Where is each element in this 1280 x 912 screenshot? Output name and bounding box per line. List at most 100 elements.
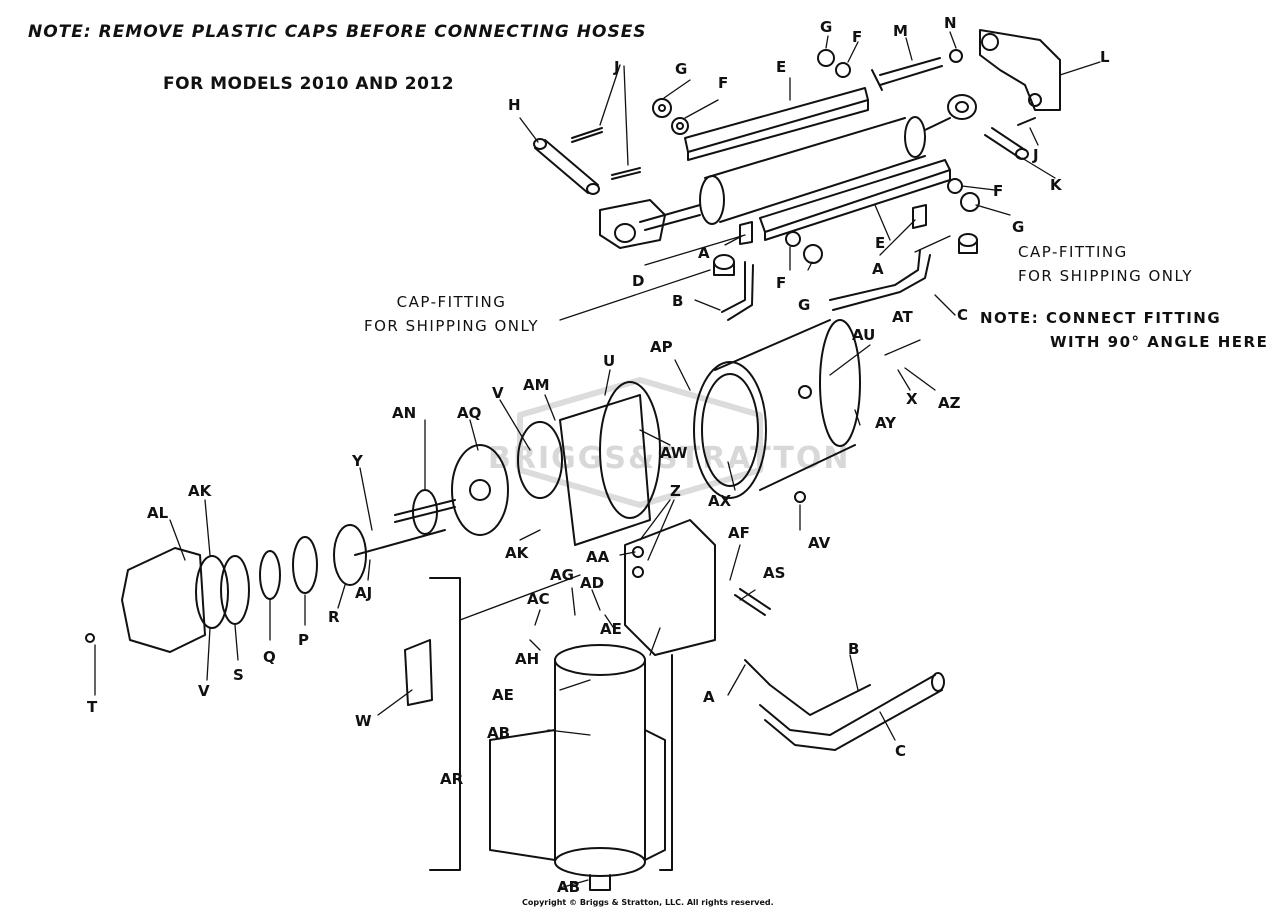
part-label: AM bbox=[523, 376, 550, 394]
part-label: R bbox=[328, 608, 340, 626]
cap-fitting-right bbox=[958, 233, 978, 254]
pump-housing-ay bbox=[693, 319, 861, 499]
plate-p bbox=[292, 536, 318, 594]
part-label: S bbox=[233, 666, 244, 684]
part-label: AH bbox=[515, 650, 539, 668]
clevis-left bbox=[599, 199, 666, 249]
part-label: AD bbox=[580, 574, 604, 592]
washer-f-upper bbox=[835, 62, 851, 78]
part-label: N bbox=[944, 14, 957, 32]
part-label: A bbox=[872, 260, 884, 278]
nut-g-lower bbox=[803, 244, 823, 264]
part-label: AL bbox=[147, 504, 169, 522]
control-valve-ab bbox=[489, 644, 666, 891]
valve-body-ae bbox=[624, 519, 716, 656]
part-label: P bbox=[298, 631, 309, 649]
part-label: F bbox=[852, 28, 862, 46]
pin-k bbox=[984, 127, 1029, 160]
part-label: F bbox=[993, 182, 1003, 200]
bracket-e-top bbox=[684, 87, 869, 161]
cap-fitting-right-line2: FOR SHIPPING ONLY bbox=[1018, 267, 1194, 285]
part-label: AV bbox=[808, 534, 831, 552]
part-label: Q bbox=[263, 648, 276, 666]
watermark-text: BRIGGS&STRATTON bbox=[488, 441, 850, 476]
bracket-e-lower bbox=[759, 159, 951, 241]
hose-b-upper bbox=[721, 261, 754, 321]
models-heading: FOR MODELS 2010 AND 2012 bbox=[163, 74, 455, 94]
cap-fitting-note-left: CAP-FITTING FOR SHIPPING ONLY bbox=[364, 290, 539, 338]
part-label: B bbox=[848, 640, 859, 658]
bracket-l bbox=[979, 29, 1061, 111]
part-label: AE bbox=[600, 620, 622, 638]
part-label: X bbox=[906, 390, 918, 408]
washer-f-lower bbox=[785, 231, 801, 247]
nut-g-top bbox=[652, 98, 672, 118]
part-label: G bbox=[1012, 218, 1024, 236]
part-label: AN bbox=[392, 404, 416, 422]
nut-n bbox=[949, 49, 963, 63]
part-label: C bbox=[957, 306, 968, 324]
shaft-aj bbox=[354, 529, 446, 556]
part-label: AW bbox=[660, 444, 688, 462]
part-label: K bbox=[1050, 176, 1063, 194]
part-label: AC bbox=[527, 590, 550, 608]
shaft-an bbox=[394, 489, 456, 535]
cap-fitting-left-line1: CAP-FITTING bbox=[396, 293, 507, 311]
part-label: J bbox=[613, 58, 620, 76]
part-label: T bbox=[87, 698, 98, 716]
fitting-av bbox=[794, 491, 806, 503]
part-label: A bbox=[698, 244, 710, 262]
part-label: L bbox=[1100, 48, 1110, 66]
o-ring-u bbox=[599, 381, 661, 519]
cap-fitting-note-right: CAP-FITTING FOR SHIPPING ONLY bbox=[1018, 240, 1193, 288]
part-label: Y bbox=[351, 452, 364, 470]
nut-g-upper bbox=[817, 49, 835, 67]
plate-q bbox=[259, 550, 281, 600]
end-cap-al bbox=[121, 547, 206, 653]
part-label: AK bbox=[188, 482, 213, 500]
part-label: AB bbox=[557, 878, 580, 896]
o-ring-v bbox=[195, 555, 229, 629]
cotter-pin-j1 bbox=[571, 127, 603, 143]
hoses-bc-lower bbox=[744, 659, 945, 751]
part-label: V bbox=[492, 384, 504, 402]
part-label: AK bbox=[505, 544, 530, 562]
part-label: F bbox=[776, 274, 786, 292]
part-label: AY bbox=[875, 414, 897, 432]
part-label: E bbox=[875, 234, 885, 252]
part-label: AT bbox=[892, 308, 913, 326]
part-label: D bbox=[632, 272, 644, 290]
cap-fitting-right-line1: CAP-FITTING bbox=[1018, 243, 1128, 261]
part-label: A bbox=[703, 688, 715, 706]
part-label: AE bbox=[492, 686, 514, 704]
part-label: G bbox=[820, 18, 832, 36]
fitting-as bbox=[734, 588, 771, 616]
plate-r bbox=[333, 524, 367, 586]
part-label: AZ bbox=[938, 394, 961, 412]
part-label: AP bbox=[650, 338, 673, 356]
part-label: AU bbox=[852, 326, 875, 344]
bracket-ab-right bbox=[659, 654, 673, 871]
hose-c-upper bbox=[829, 249, 931, 311]
bracket-ar bbox=[429, 577, 461, 871]
part-label: AG bbox=[550, 566, 574, 584]
part-label: M bbox=[893, 22, 908, 40]
bolt-t bbox=[85, 633, 95, 643]
part-label: AX bbox=[708, 492, 732, 510]
part-label: V bbox=[198, 682, 210, 700]
cap-fitting-left bbox=[713, 254, 735, 276]
plate-v bbox=[517, 421, 563, 499]
washer-f-top bbox=[671, 117, 689, 135]
part-label: C bbox=[895, 742, 906, 760]
washer-f-right bbox=[947, 178, 963, 194]
fitting-a-right bbox=[912, 204, 927, 229]
cotter-pin-j3 bbox=[1017, 117, 1036, 126]
cotter-pin-j2 bbox=[611, 167, 641, 180]
note-remove-caps: NOTE: REMOVE PLASTIC CAPS BEFORE CONNECT… bbox=[28, 22, 647, 42]
part-label: H bbox=[508, 96, 521, 114]
part-label: AF bbox=[728, 524, 750, 542]
part-label: AB bbox=[487, 724, 510, 742]
part-label: B bbox=[672, 292, 683, 310]
